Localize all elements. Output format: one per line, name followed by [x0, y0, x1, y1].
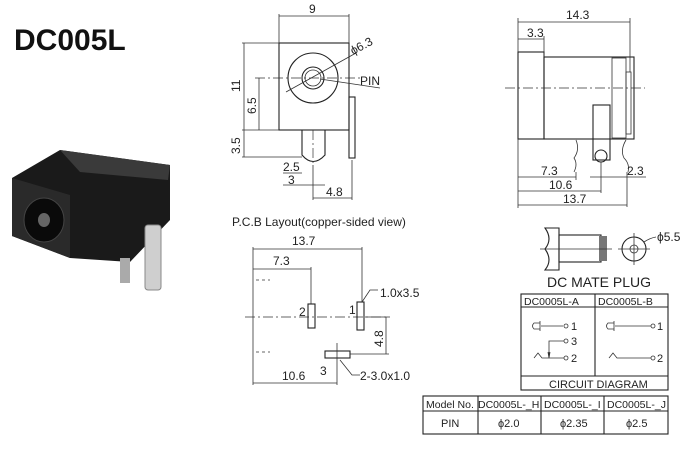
circuit-diagram: DC0005L-A DC0005L-B 1 3 2 1 2 CIRCUIT DI…: [520, 293, 669, 391]
pcb-title: P.C.B Layout(copper-sided view): [232, 215, 406, 229]
dim-c: 4.8: [326, 185, 343, 199]
circuit-footer: CIRCUIT DIAGRAM: [549, 379, 648, 391]
circuit-col-b: DC0005L-B: [598, 296, 653, 308]
dim-plug-dia: ϕ5.5: [657, 230, 681, 244]
pcb-w3: 10.6: [282, 369, 306, 383]
dim-front: 3.3: [527, 26, 544, 40]
pin-2-label: 2: [657, 353, 663, 365]
dim-height: 11: [229, 79, 243, 92]
dim-d2: 10.6: [549, 178, 573, 192]
dim-pin-length: 3.5: [229, 137, 243, 154]
dim-d3: 13.7: [563, 192, 587, 206]
header-j: DC0005L-_J: [607, 399, 666, 411]
pin-value-j: ϕ2.5: [626, 418, 647, 430]
dim-length: 14.3: [566, 8, 590, 22]
dim-width: 9: [309, 2, 316, 16]
pad-1: [356, 301, 365, 331]
header-h: DC0005L-_H: [478, 399, 539, 411]
dim-d1: 7.3: [541, 164, 558, 178]
pin-label: PIN: [360, 74, 380, 88]
pad-2-label: 2: [299, 305, 306, 319]
pcb-layout: P.C.B Layout(copper-sided view) 13.7 7.3…: [232, 215, 420, 385]
front-view: 9 11 6.5 3.5 2.5 3 4.8 ϕ6.3 PIN: [229, 2, 381, 200]
product-title: DC005L: [14, 24, 126, 57]
pad-3-label: 3: [320, 364, 327, 378]
pin-1-label: 1: [571, 321, 577, 333]
row-label-pin: PIN: [441, 418, 459, 430]
pad-1-size: 1.0x3.5: [380, 286, 420, 300]
product-photo: [12, 150, 170, 291]
pcb-w2: 7.3: [273, 254, 290, 268]
dim-b: 3: [288, 173, 295, 187]
pcb-v1: 4.8: [372, 330, 386, 347]
model-table: Model No. DC0005L-_H DC0005L-_I DC0005L-…: [422, 395, 669, 435]
plug-title: DC MATE PLUG: [547, 274, 651, 290]
dim-a: 2.5: [283, 160, 300, 174]
pcb-w1: 13.7: [292, 234, 316, 248]
dim-center-height: 6.5: [245, 97, 259, 114]
dim-d4: 2.3: [627, 164, 644, 178]
header-model: Model No.: [426, 399, 474, 411]
mate-plug: ϕ5.5 DC MATE PLUG: [540, 227, 681, 290]
dim-hole-dia: ϕ6.3: [348, 34, 376, 58]
pin-2-label: 2: [571, 353, 577, 365]
pad-1-label: 1: [349, 303, 356, 317]
circuit-col-a: DC0005L-A: [524, 296, 579, 308]
header-i: DC0005L-_I: [544, 399, 601, 411]
pin-value-h: ϕ2.0: [498, 418, 519, 430]
pad-3: [324, 350, 351, 359]
pad-2: [307, 303, 316, 329]
pin-3-label: 3: [571, 336, 577, 348]
pin-value-i: ϕ2.35: [560, 418, 588, 430]
pad-other-size: 2-3.0x1.0: [360, 369, 410, 383]
side-view: 14.3 3.3 7.3 10.6 13.7 2.3: [505, 8, 646, 208]
pin-1-label: 1: [657, 321, 663, 333]
